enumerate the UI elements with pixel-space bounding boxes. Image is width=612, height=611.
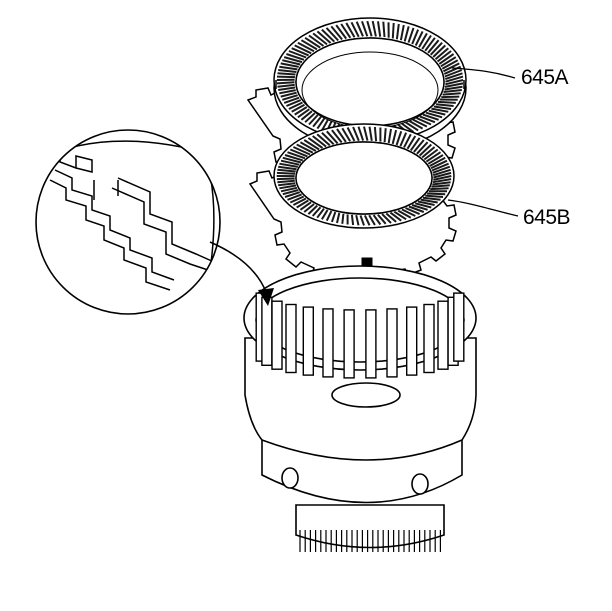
lower-friction-hatching xyxy=(276,126,452,226)
upper-friction-hatching xyxy=(276,20,464,140)
magnifier-pointer-arrow xyxy=(209,241,274,306)
part-label-645a: 645A xyxy=(521,66,569,89)
drum-spline-slots xyxy=(255,292,465,379)
drum-port-hole-left xyxy=(281,467,299,489)
magnifier-detail xyxy=(35,129,221,315)
drum-gear-teeth xyxy=(299,530,441,552)
part-label-645b: 645B xyxy=(523,206,571,229)
leader-lines xyxy=(447,67,519,217)
drum-hub-opening xyxy=(331,382,401,408)
drum-port-hole-right xyxy=(411,473,429,495)
